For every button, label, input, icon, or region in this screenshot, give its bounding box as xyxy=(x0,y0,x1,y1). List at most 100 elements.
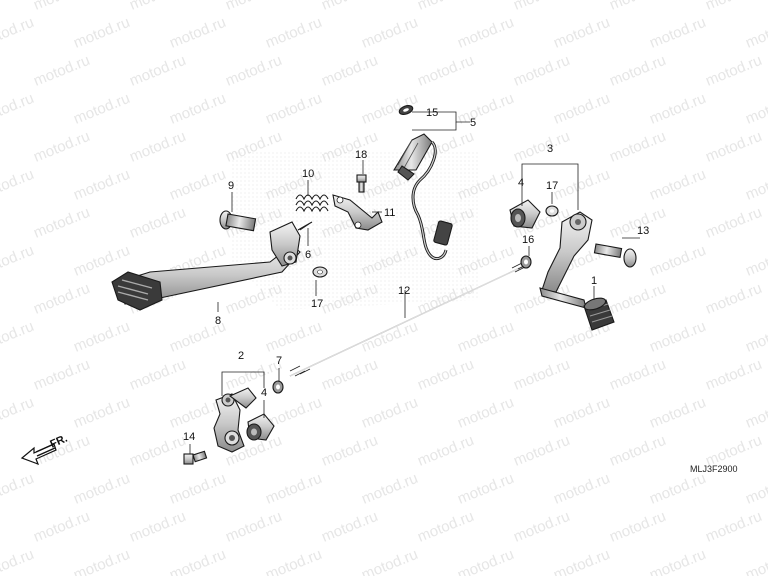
watermark-text: motod.ru xyxy=(263,90,324,128)
watermark-text: motod.ru xyxy=(511,508,572,546)
watermark-text: motod.ru xyxy=(127,356,188,394)
watermark-text: motod.ru xyxy=(223,508,284,546)
watermark-text: motod.ru xyxy=(743,546,768,576)
watermark-text: motod.ru xyxy=(743,394,768,432)
callout-12: 12 xyxy=(398,285,410,297)
shift-rod xyxy=(289,262,527,377)
callout-18: 18 xyxy=(355,149,367,161)
watermark-text: motod.ru xyxy=(455,318,516,356)
pin xyxy=(297,221,313,231)
watermark-text: motod.ru xyxy=(551,546,612,576)
watermark-text: motod.ru xyxy=(703,0,764,14)
callout-11: 11 xyxy=(384,207,395,219)
rod-end-right xyxy=(509,199,541,229)
background-shading xyxy=(230,150,480,310)
watermark-text: motod.ru xyxy=(647,166,708,204)
watermark-text: motod.ru xyxy=(703,356,764,394)
watermark-text: motod.ru xyxy=(127,508,188,546)
washer-left xyxy=(312,266,328,278)
watermark-text: motod.ru xyxy=(0,242,36,280)
callout-3: 3 xyxy=(547,143,553,155)
callout-4a: 4 xyxy=(518,177,524,189)
watermark-text: motod.ru xyxy=(743,318,768,356)
watermark-text: motod.ru xyxy=(0,166,36,204)
watermark-text: motod.ru xyxy=(703,52,764,90)
watermark-text: motod.ru xyxy=(551,90,612,128)
watermark-text: motod.ru xyxy=(167,546,228,576)
watermark-text: motod.ru xyxy=(415,52,476,90)
watermark-text: motod.ru xyxy=(31,508,92,546)
callout-8: 8 xyxy=(215,315,221,327)
watermark-text: motod.ru xyxy=(263,318,324,356)
watermark-text: motod.ru xyxy=(511,356,572,394)
callout-17a: 17 xyxy=(311,298,323,310)
callout-10: 10 xyxy=(302,168,314,180)
watermark-text: motod.ru xyxy=(0,14,36,52)
watermark-text: motod.ru xyxy=(551,166,612,204)
watermark-text: motod.ru xyxy=(319,432,380,470)
callout-17b: 17 xyxy=(546,180,558,192)
callout-labels: 1 2 3 4 4 5 6 7 8 9 10 11 12 13 14 15 16… xyxy=(183,107,649,443)
watermark-text: motod.ru xyxy=(223,0,284,14)
brake-light-switch xyxy=(393,133,453,261)
watermark-text: motod.ru xyxy=(415,432,476,470)
watermark-text: motod.ru xyxy=(703,128,764,166)
watermark-text: motod.ru xyxy=(551,470,612,508)
watermark-text: motod.ru xyxy=(647,242,708,280)
watermark-text: motod.ru xyxy=(71,14,132,52)
watermark-text: motod.ru xyxy=(455,394,516,432)
watermark-text: motod.ru xyxy=(127,52,188,90)
callout-1: 1 xyxy=(591,275,597,287)
watermark-text: motod.ru xyxy=(0,470,36,508)
watermark-text: motod.ru xyxy=(167,166,228,204)
watermark-text: motod.ru xyxy=(607,508,668,546)
watermark-text: motod.ru xyxy=(319,508,380,546)
watermark-text: motod.ru xyxy=(359,546,420,576)
watermark-text: motod.ru xyxy=(71,546,132,576)
pivot-bolt-right xyxy=(593,243,637,268)
watermark-text: motod.ru xyxy=(167,14,228,52)
watermark-text: motod.ru xyxy=(511,52,572,90)
watermark-text: motod.ru xyxy=(703,508,764,546)
watermark-text: motod.ru xyxy=(127,204,188,242)
watermark-text: motod.ru xyxy=(71,242,132,280)
watermark-text: motod.ru xyxy=(263,14,324,52)
bolt-18 xyxy=(356,174,367,193)
watermark-text: motod.ru xyxy=(263,546,324,576)
watermark-text: motod.ru xyxy=(511,128,572,166)
watermark-text: motod.ru xyxy=(319,52,380,90)
bolt-14 xyxy=(183,450,208,465)
watermark-text: motod.ru xyxy=(743,14,768,52)
watermark-text: motod.ru xyxy=(127,432,188,470)
brake-pedal xyxy=(111,221,301,311)
watermark-text: motod.ru xyxy=(743,90,768,128)
watermark-text: motod.ru xyxy=(647,90,708,128)
watermark-text: motod.ru xyxy=(71,166,132,204)
watermark-text: motod.ru xyxy=(743,470,768,508)
nut-7 xyxy=(272,380,284,394)
watermark-text: motod.ru xyxy=(359,394,420,432)
callout-16: 16 xyxy=(522,234,534,246)
watermark-text: motod.ru xyxy=(127,0,188,14)
shift-arm-lower xyxy=(213,387,257,453)
watermark-text: motod.ru xyxy=(743,242,768,280)
watermark-text: motod.ru xyxy=(31,356,92,394)
watermark-text: motod.ru xyxy=(607,128,668,166)
callout-9: 9 xyxy=(228,180,234,192)
washer-right xyxy=(545,205,559,217)
watermark-text: motod.ru xyxy=(0,546,36,576)
callout-6: 6 xyxy=(305,249,311,261)
callout-2: 2 xyxy=(238,350,244,362)
watermark-text: motod.ru xyxy=(607,356,668,394)
watermark-text: motod.ru xyxy=(359,14,420,52)
watermark-text: motod.ru xyxy=(647,14,708,52)
watermark-text: motod.ru xyxy=(511,0,572,14)
rod-end-left xyxy=(246,413,275,441)
watermark-text: motod.ru xyxy=(223,52,284,90)
watermark-text: motod.ru xyxy=(743,166,768,204)
arrow-left-icon xyxy=(20,443,57,466)
watermark-text: motod.ru xyxy=(511,432,572,470)
watermark-text: motod.ru xyxy=(31,204,92,242)
watermark-text: motod.ru xyxy=(0,318,36,356)
